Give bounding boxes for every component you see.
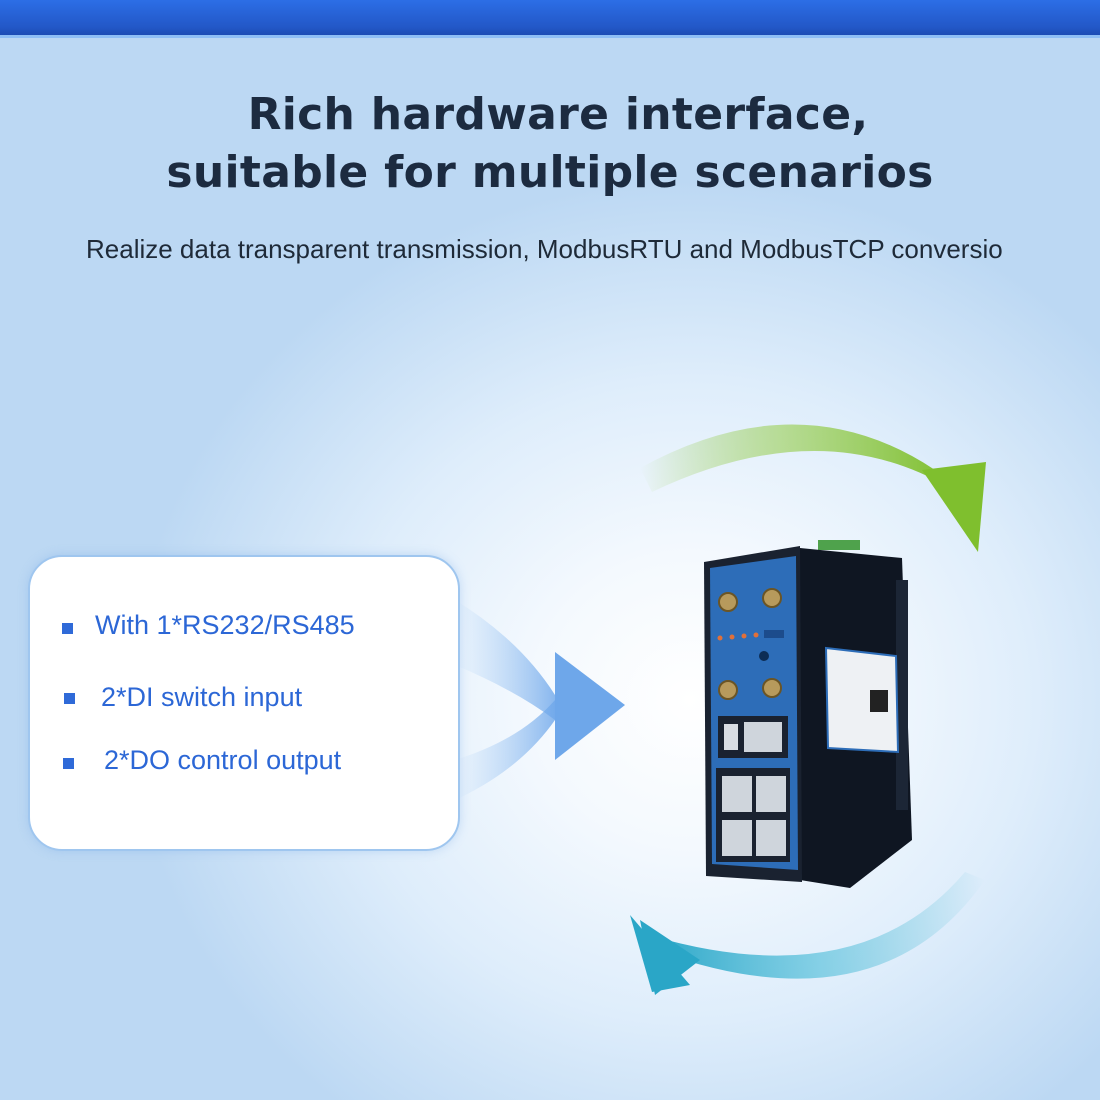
status-leds	[717, 630, 784, 661]
antenna-connector	[718, 680, 738, 700]
feature-item: 2*DI switch input	[64, 682, 302, 713]
feature-item: With 1*RS232/RS485	[62, 610, 355, 641]
square-bullet-icon	[64, 693, 75, 704]
right-arrow-icon	[455, 600, 625, 800]
square-bullet-icon	[62, 623, 73, 634]
ethernet-port	[722, 776, 752, 812]
antenna-connector	[718, 592, 738, 612]
headline-line-1: Rich hardware interface,	[247, 89, 869, 140]
feature-text: With 1*RS232/RS485	[95, 610, 355, 640]
cycle-arrow-teal-icon	[630, 872, 985, 995]
square-bullet-icon	[63, 758, 74, 769]
feature-item: 2*DO control output	[63, 745, 341, 776]
feature-text: 2*DO control output	[104, 745, 342, 775]
feature-text: 2*DI switch input	[101, 682, 303, 712]
terminal-block	[818, 540, 860, 550]
antenna-connector	[762, 678, 782, 698]
qr-code	[870, 690, 888, 712]
ethernet-port	[744, 722, 782, 752]
ethernet-port	[722, 820, 752, 856]
top-banner	[0, 0, 1100, 38]
feature-card	[28, 555, 460, 851]
antenna-connector	[762, 588, 782, 608]
headline-line-2: suitable for multiple scenarios	[166, 147, 934, 198]
cycle-arrow-green-icon	[640, 424, 986, 552]
ethernet-port	[756, 776, 786, 812]
device-label	[824, 646, 900, 754]
page-headline: Rich hardware interface, suitable for mu…	[0, 86, 1100, 202]
router-device-image	[704, 540, 912, 888]
subheadline: Realize data transparent transmission, M…	[86, 234, 1003, 264]
usb-port	[724, 724, 738, 750]
ethernet-port	[756, 820, 786, 856]
